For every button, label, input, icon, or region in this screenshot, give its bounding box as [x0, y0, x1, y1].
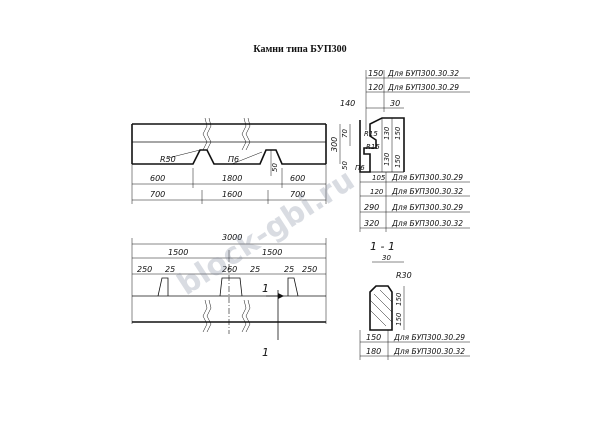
section-cut-label-top: 1	[262, 282, 269, 295]
dim-1600: 1600	[222, 190, 242, 199]
right-dimension-table: 105 Для БУП300.30.29 120 Для БУП300.30.3…	[359, 172, 470, 232]
table-label-2: Для БУП300.30.32	[391, 187, 463, 196]
dim-600-right: 600	[290, 174, 305, 183]
dim-150-profile-b: 150	[394, 154, 402, 168]
dim-150-top: 150	[368, 69, 383, 78]
dim-25-c: 25	[284, 265, 294, 274]
dim-700-right: 700	[290, 190, 305, 199]
p6-profile-label: П6	[355, 164, 365, 172]
radius-r50-label: R50	[160, 155, 176, 164]
dim-250-right: 250	[302, 265, 317, 274]
dim-50: 50	[341, 161, 349, 170]
drawing-title: Камни типа БУП300	[253, 44, 346, 55]
dim-150-section-b: 150	[395, 312, 403, 326]
dim-70: 70	[341, 129, 349, 138]
radius-r15-a: R15	[364, 130, 378, 138]
dim-260: 260	[222, 265, 237, 274]
dim-3000: 3000	[222, 233, 242, 242]
dim-600-left: 600	[150, 174, 165, 183]
radius-r30: R30	[396, 271, 412, 280]
p6-label: П6	[228, 155, 239, 164]
dim-25-b: 25	[250, 265, 260, 274]
label-bup-30-29-top: Для БУП300.30.29	[387, 83, 459, 92]
dim-105: 105	[372, 174, 386, 182]
plan-view: 3000 1500 1500 250 25 260 25 25 250 1 1	[131, 233, 327, 359]
dim-1500-left: 1500	[168, 248, 188, 257]
dim-1800: 1800	[222, 174, 242, 183]
dim-120-table: 120	[370, 188, 384, 196]
dim-50-notch: 50	[271, 163, 279, 172]
radius-r15-b: R15	[366, 143, 380, 151]
dim-150-section: 150	[366, 333, 381, 342]
section-label-1: Для БУП300.30.29	[393, 333, 465, 342]
dim-30-section: 30	[382, 254, 391, 262]
dim-130-profile: 130	[383, 126, 391, 140]
dim-25-a: 25	[165, 265, 175, 274]
dim-320: 320	[364, 219, 379, 228]
dim-130-profile-b: 130	[383, 152, 391, 166]
front-view: R50 П6 50 300 70 50 600 1800 600 700 160…	[131, 117, 351, 204]
table-label-3: Для БУП300.30.29	[391, 203, 463, 212]
section-cut-label-bottom: 1	[262, 346, 269, 359]
dim-250-left: 250	[137, 265, 152, 274]
dim-140: 140	[340, 99, 355, 108]
section-label: 1 - 1	[370, 240, 395, 253]
table-label-4: Для БУП300.30.32	[391, 219, 463, 228]
dim-700-left: 700	[150, 190, 165, 199]
dim-300: 300	[330, 137, 339, 152]
section-1-1: 1 - 1 30 R30 150 150 150 Для БУП300.30.2…	[359, 240, 470, 360]
label-bup-30-32-top: Для БУП300.30.32	[387, 69, 459, 78]
section-label-2: Для БУП300.30.32	[393, 347, 465, 356]
dim-290: 290	[364, 203, 379, 212]
dim-120-top: 120	[368, 83, 383, 92]
dim-150-profile-a: 150	[394, 126, 402, 140]
top-right-dimensions: 150 Для БУП300.30.32 120 Для БУП300.30.2…	[340, 69, 470, 130]
profile-view: R15 R15 130 150 150 130 П6	[355, 117, 405, 173]
dim-30-top: 30	[390, 99, 400, 108]
dim-150-section-a: 150	[395, 292, 403, 306]
dim-1500-right: 1500	[262, 248, 282, 257]
table-label-1: Для БУП300.30.29	[391, 173, 463, 182]
dim-180-section: 180	[366, 347, 381, 356]
